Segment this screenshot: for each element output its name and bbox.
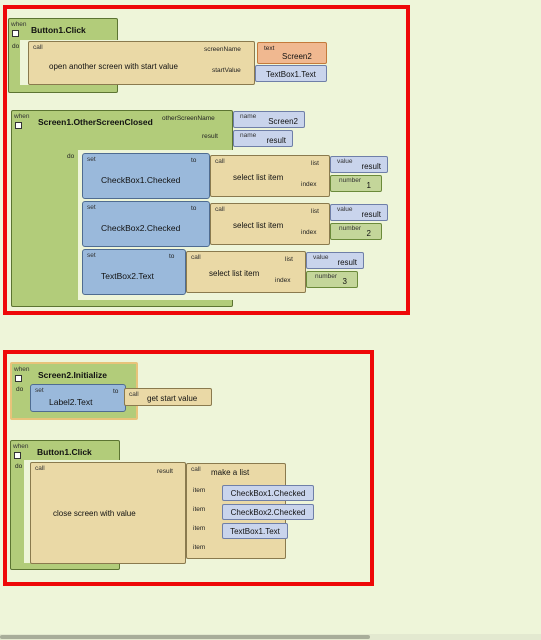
number-3[interactable]: number 3 bbox=[306, 271, 358, 288]
event-title: Button1.Click bbox=[31, 25, 86, 35]
param-start-value: startValue bbox=[212, 67, 241, 74]
value-result-1[interactable]: value result bbox=[330, 156, 388, 173]
set-target: CheckBox1.Checked bbox=[101, 175, 181, 185]
value-textbox1-text[interactable]: TextBox1.Text bbox=[255, 65, 327, 82]
do-label: do bbox=[12, 43, 20, 50]
call-label: open another screen with start value bbox=[49, 62, 178, 71]
collapse-checkbox-icon[interactable] bbox=[15, 375, 22, 382]
do-label: do bbox=[67, 153, 75, 160]
value-result-2[interactable]: value result bbox=[330, 204, 388, 221]
param-result: result bbox=[202, 133, 218, 140]
item-checkbox2-checked[interactable]: CheckBox2.Checked bbox=[222, 504, 314, 520]
event-title: Screen1.OtherScreenClosed bbox=[38, 117, 153, 127]
param-screen-name: screenName bbox=[204, 46, 241, 53]
value-result-3[interactable]: value result bbox=[306, 252, 364, 269]
set-checkbox2-checked[interactable]: set to CheckBox2.Checked bbox=[82, 201, 210, 247]
call-get-start-value[interactable]: call get start value bbox=[124, 388, 212, 406]
text-block-screen2[interactable]: text Screen2 bbox=[257, 42, 327, 64]
set-label2-text[interactable]: set to Label2.Text bbox=[30, 384, 126, 412]
call-open-another-screen[interactable]: call open another screen with start valu… bbox=[28, 41, 255, 85]
item-textbox1-text[interactable]: TextBox1.Text bbox=[222, 523, 288, 539]
collapse-checkbox-icon[interactable] bbox=[15, 122, 22, 129]
number-1[interactable]: number 1 bbox=[330, 175, 382, 192]
call-select-list-item-3[interactable]: call select list item list index bbox=[186, 251, 306, 293]
call-select-list-item-2[interactable]: call select list item list index bbox=[210, 203, 330, 245]
scrollbar-thumb[interactable] bbox=[0, 635, 370, 639]
param-other-screen-name: otherScreenName bbox=[162, 115, 215, 122]
red-outline-top bbox=[3, 5, 410, 315]
red-outline-bottom bbox=[3, 350, 374, 586]
name-screen2[interactable]: name Screen2 bbox=[233, 111, 305, 128]
collapse-checkbox-icon[interactable] bbox=[12, 30, 19, 37]
call-select-list-item-1[interactable]: call select list item list index bbox=[210, 155, 330, 197]
set-textbox2-text[interactable]: set to TextBox2.Text bbox=[82, 249, 186, 295]
when-label: when bbox=[11, 21, 27, 28]
call-close-screen-with-value[interactable]: call close screen with value result bbox=[30, 462, 186, 564]
name-result[interactable]: name result bbox=[233, 130, 293, 147]
collapse-checkbox-icon[interactable] bbox=[14, 452, 21, 459]
horizontal-scrollbar[interactable] bbox=[0, 634, 541, 640]
set-checkbox1-checked[interactable]: set to CheckBox1.Checked bbox=[82, 153, 210, 199]
item-checkbox1-checked[interactable]: CheckBox1.Checked bbox=[222, 485, 314, 501]
number-2[interactable]: number 2 bbox=[330, 223, 382, 240]
